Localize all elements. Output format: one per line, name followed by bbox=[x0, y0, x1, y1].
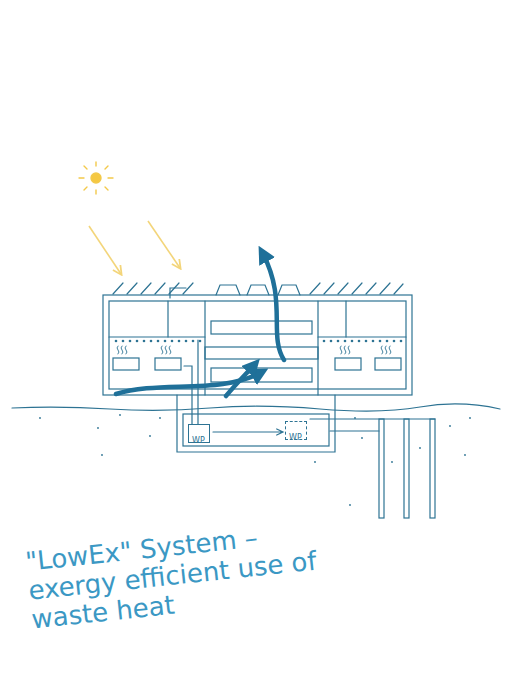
building bbox=[12, 283, 500, 518]
ground-line bbox=[12, 404, 500, 411]
floor-heating-dots bbox=[115, 340, 403, 343]
basement bbox=[177, 395, 335, 452]
sun-rays bbox=[89, 221, 180, 274]
heat-waves bbox=[117, 346, 391, 354]
heat-pump-box: WP bbox=[285, 421, 307, 440]
skylights bbox=[216, 285, 300, 295]
air-flow-arrows bbox=[116, 252, 284, 396]
soil-dots bbox=[39, 414, 471, 506]
ground-probes bbox=[379, 419, 435, 518]
solar-panels bbox=[113, 283, 403, 294]
heat-pump-box: WP bbox=[188, 424, 210, 443]
node-label: WP bbox=[192, 436, 205, 446]
flow-arrow bbox=[213, 429, 283, 435]
caption: "LowEx" System – exergy efficient use of… bbox=[24, 518, 322, 635]
sun bbox=[79, 162, 113, 194]
node-label: WP bbox=[289, 433, 302, 443]
